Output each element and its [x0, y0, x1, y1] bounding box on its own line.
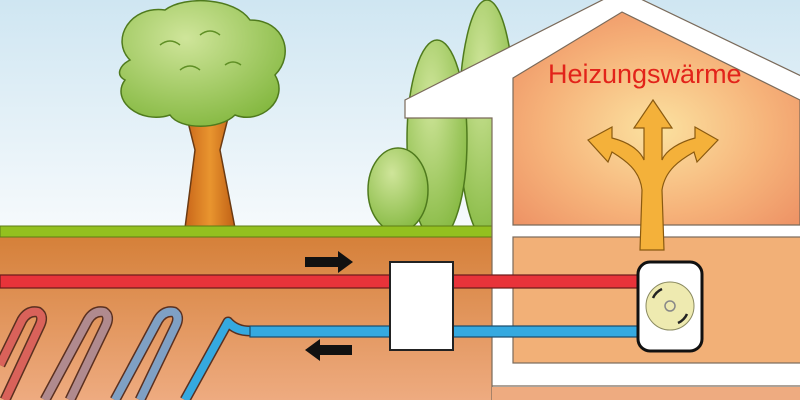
heat-distribution-arrow-icon	[587, 98, 719, 251]
heat-pump-unit-icon	[636, 260, 704, 353]
hot-flow-pipe	[0, 274, 641, 289]
flow-right-arrow-icon	[305, 251, 353, 273]
grass-strip	[0, 225, 493, 238]
tree	[118, 0, 286, 229]
heating-heat-label: Heizungswärme	[548, 59, 742, 89]
flow-left-arrow-icon	[305, 339, 352, 361]
heat-exchanger-box-icon	[389, 261, 454, 351]
